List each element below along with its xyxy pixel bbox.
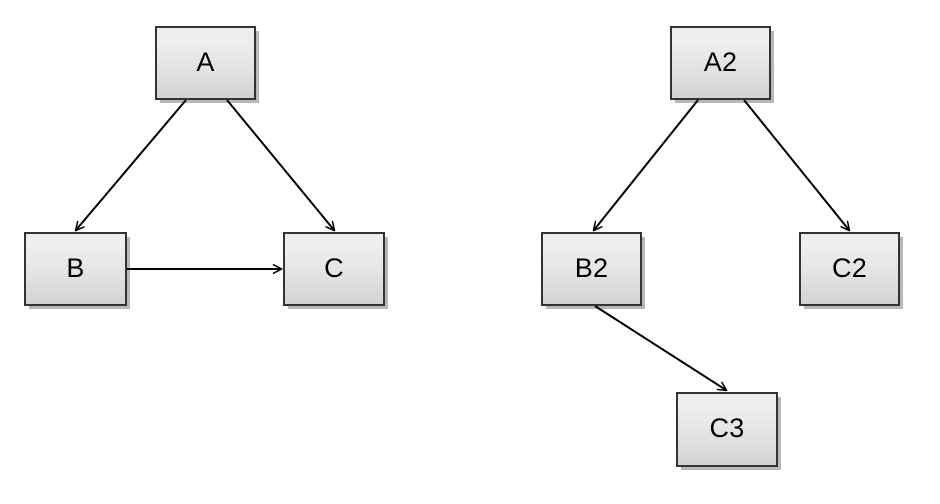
node-label-c: C [324,252,344,283]
node-b2[interactable]: B2 [541,232,642,306]
edge-b2-to-c3[interactable] [594,305,728,392]
node-label-a2: A2 [703,46,738,77]
edge-a2-to-b2[interactable] [592,99,699,232]
node-c3[interactable]: C3 [676,392,778,467]
node-c2[interactable]: C2 [799,232,900,306]
node-label-a: A [196,46,215,77]
node-label-b: B [66,252,85,283]
edge-a-to-b[interactable] [74,99,187,232]
node-label-c2: C2 [832,252,867,283]
node-c[interactable]: C [283,232,385,306]
edges-group [74,99,851,392]
node-b[interactable]: B [24,232,127,306]
node-label-c3: C3 [709,413,745,443]
node-label-b2: B2 [574,252,609,283]
node-a[interactable]: A [155,26,256,100]
edge-a2-to-c2[interactable] [743,99,851,232]
node-a2[interactable]: A2 [670,26,771,100]
edge-a-to-c[interactable] [226,99,336,232]
